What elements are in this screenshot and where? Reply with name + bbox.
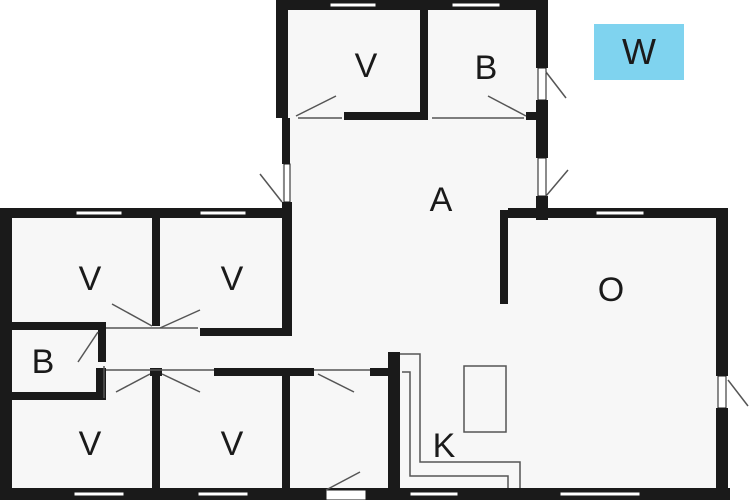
door-swings bbox=[77, 71, 749, 491]
door-swing bbox=[317, 373, 355, 393]
wall-bath-bottom bbox=[10, 392, 106, 400]
room-label-o-living: O bbox=[597, 271, 625, 309]
wall-right-outer-upper bbox=[716, 208, 728, 376]
window bbox=[75, 210, 123, 216]
kitchen-island bbox=[463, 365, 507, 433]
wall-right-outer-lower bbox=[716, 408, 728, 500]
door-swing bbox=[487, 95, 527, 117]
wall-lower-corridor-a bbox=[96, 368, 106, 400]
wall-lower-v-divider-1 bbox=[152, 370, 160, 490]
window bbox=[199, 210, 247, 216]
door-swing bbox=[545, 71, 567, 99]
wall-bath-right bbox=[98, 322, 106, 362]
legend-label: W bbox=[622, 31, 656, 72]
floor-areas bbox=[4, 4, 724, 496]
room-label-b-left: B bbox=[31, 343, 55, 381]
window bbox=[717, 375, 727, 409]
kitchen-counter-inner bbox=[402, 371, 509, 488]
wall-top-rooms-divider bbox=[420, 8, 428, 116]
wall-left-top bbox=[0, 208, 292, 218]
door-swing bbox=[325, 471, 361, 491]
kitchen-fixtures bbox=[400, 353, 521, 488]
wall-hall-left-upper bbox=[282, 118, 290, 164]
wall-top-wing-right-upper bbox=[536, 0, 548, 68]
window bbox=[451, 2, 501, 8]
window bbox=[283, 163, 291, 203]
floor-hall bbox=[290, 118, 538, 218]
windows bbox=[73, 2, 727, 500]
wall-top-wing-right-mid bbox=[536, 100, 548, 158]
room-label-v-mid-right: V bbox=[220, 260, 244, 298]
window bbox=[595, 210, 645, 216]
wall-left-rooms-bottom bbox=[200, 328, 292, 336]
door-swing bbox=[159, 309, 201, 329]
wall-top-wing-left bbox=[276, 0, 288, 118]
window bbox=[409, 491, 459, 497]
legend-swatch: W bbox=[594, 24, 684, 80]
wall-left-rooms-right bbox=[282, 214, 292, 334]
room-label-b-top: B bbox=[474, 49, 498, 87]
door-swing bbox=[111, 303, 153, 327]
door-swing bbox=[727, 379, 749, 407]
wall-lower-corridor-c bbox=[214, 368, 314, 376]
kitchen-counter bbox=[400, 353, 521, 488]
room-label-v-mid-left: V bbox=[78, 260, 102, 298]
wall-kitchen-left bbox=[388, 352, 400, 492]
wall-lower-corridor-d bbox=[370, 368, 400, 376]
wall-bath-top bbox=[10, 322, 106, 330]
room-label-a-hall: A bbox=[429, 181, 453, 219]
floor-left-wing bbox=[4, 212, 294, 496]
room-label-v-bottom-left: V bbox=[78, 425, 102, 463]
room-label-v-top-left: V bbox=[354, 47, 378, 85]
wall-top-rooms-bottom-a bbox=[344, 112, 428, 120]
door-swing bbox=[545, 169, 569, 197]
room-label-v-bottom-mid: V bbox=[220, 425, 244, 463]
wall-left-outer bbox=[0, 208, 12, 500]
window bbox=[537, 67, 547, 101]
door-swing bbox=[77, 331, 99, 363]
window bbox=[329, 2, 377, 8]
window bbox=[559, 491, 641, 497]
wall-living-left bbox=[500, 210, 508, 304]
door-swing bbox=[259, 173, 283, 203]
window bbox=[197, 491, 249, 497]
room-label-k-kitchen: K bbox=[432, 427, 456, 465]
window bbox=[73, 491, 125, 497]
wall-v-divider bbox=[152, 214, 160, 326]
door-swing bbox=[161, 373, 201, 393]
door-swing bbox=[295, 95, 337, 117]
door-swing bbox=[115, 373, 151, 393]
window bbox=[325, 489, 367, 500]
wall-lower-v-divider-2 bbox=[282, 370, 290, 490]
wall-top-rooms-bottom-b bbox=[526, 112, 538, 120]
window bbox=[537, 157, 547, 197]
wall-top-wing-top bbox=[276, 0, 548, 10]
